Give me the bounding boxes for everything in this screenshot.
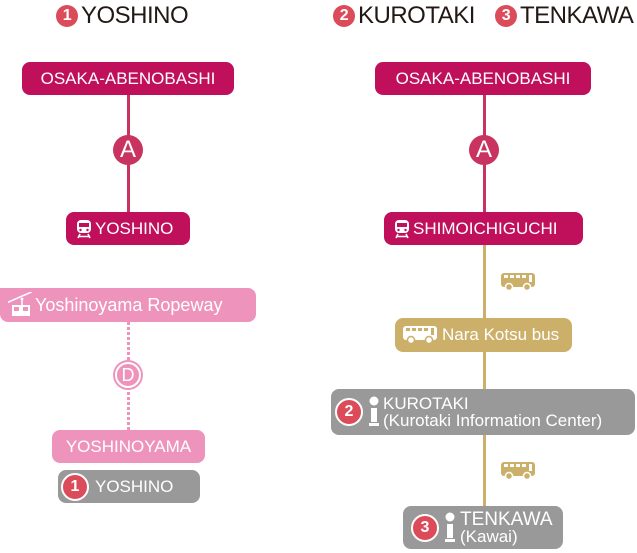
destination-kurotaki: 2 KUROTAKI (Kurotaki Information Center) [331,389,635,435]
heading-label: KUROTAKI [358,2,475,29]
origin-label: OSAKA-ABENOBASHI [40,68,216,88]
origin-station-right: OSAKA-ABENOBASHI [375,62,591,95]
info-icon [369,396,379,426]
destination-sublabel: (Kawai) [460,526,518,546]
train-icon [77,219,91,238]
destination-number-badge: 2 [335,398,363,426]
line-marker-a-right: A [469,135,499,165]
line-marker-d: D [113,360,143,390]
line-marker-label: A [119,136,136,163]
bus-name: Nara Kotsu bus [442,325,560,344]
ropeway-name: Yoshinoyama Ropeway [35,294,223,315]
destination-number-badge: 1 [61,472,89,501]
origin-station-left: OSAKA-ABENOBASHI [22,62,234,95]
info-icon [445,512,455,542]
station-label: YOSHINOYAMA [65,436,192,456]
bus-label-box: Nara Kotsu bus [395,318,572,352]
ropeway-label-box: Yoshinoyama Ropeway [0,288,256,322]
line-marker-label: A [475,136,492,163]
destination-tenkawa: 3 TENKAWA (Kawai) [403,506,563,549]
destination-label: TENKAWA [460,508,553,530]
station-yoshino: YOSHINO [66,212,190,245]
destination-label: YOSHINO [95,476,174,496]
destination-label: KUROTAKI [383,394,469,413]
destination-text: KUROTAKI (Kurotaki Information Center) [383,395,602,429]
destination-sublabel: (Kurotaki Information Center) [383,411,603,430]
origin-label: OSAKA-ABENOBASHI [395,68,571,88]
bus-icon [501,462,535,481]
heading-yoshino: 1 YOSHINO [56,2,189,30]
ropeway-icon [8,292,32,316]
heading-tenkawa: 3 TENKAWA [495,2,634,30]
station-yoshinoyama: YOSHINOYAMA [52,430,205,463]
destination-number-badge: 3 [411,513,439,542]
number-badge: 1 [56,5,78,27]
station-label: SHIMOICHIGUCHI [413,218,558,238]
number-badge: 3 [495,5,517,27]
train-icon [395,219,409,238]
station-shimoichiguchi: SHIMOICHIGUCHI [384,212,583,245]
destination-yoshino: 1 YOSHINO [58,470,200,503]
line-marker-a-left: A [113,135,143,165]
station-label: YOSHINO [95,218,174,238]
destination-text: TENKAWA (Kawai) [460,508,553,546]
heading-label: YOSHINO [81,2,189,29]
bus-icon [403,326,437,345]
bus-icon [501,273,535,292]
line-marker-label: D [115,362,141,388]
bus-line [483,245,486,507]
number-badge: 2 [333,5,355,27]
heading-label: TENKAWA [520,2,634,29]
heading-kurotaki: 2 KUROTAKI [333,2,475,30]
